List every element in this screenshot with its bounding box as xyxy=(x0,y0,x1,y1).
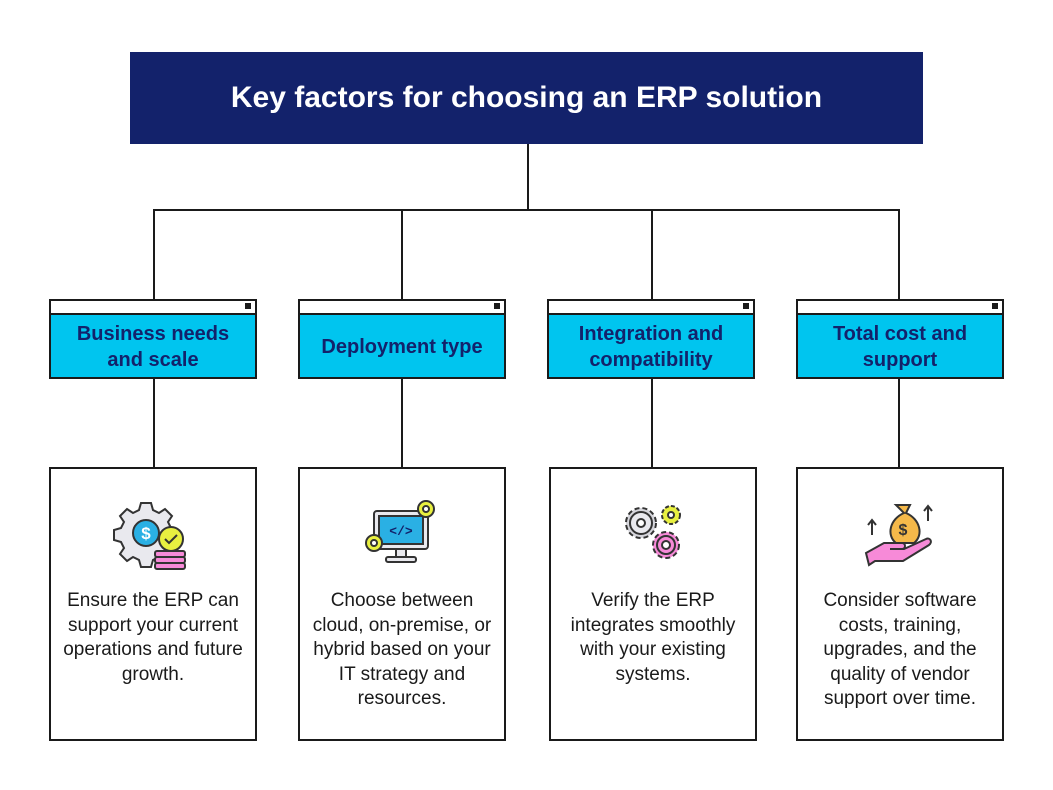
svg-text:</>: </> xyxy=(389,524,413,539)
factor-header-integration: Integration and compatibility xyxy=(547,299,755,379)
interlocking-gears-icon xyxy=(625,505,681,559)
factor-heading: Integration and compatibility xyxy=(578,323,724,371)
factor-header-business-needs: Business needs and scale xyxy=(49,299,257,379)
factor-header-deployment: Deployment type xyxy=(298,299,506,379)
connector-drop-4 xyxy=(898,209,900,299)
gear-dollar-check-icon: $ xyxy=(113,502,186,570)
factor-header-cost: Total cost and support xyxy=(796,299,1004,379)
svg-text:$: $ xyxy=(899,522,908,539)
diagram-title: Key factors for choosing an ERP solution xyxy=(130,49,923,144)
window-dot-icon xyxy=(245,303,251,309)
factor-description: Consider software costs, training, upgra… xyxy=(823,590,977,709)
monitor-code-gears-icon: </> xyxy=(365,500,435,563)
window-bar xyxy=(549,301,753,315)
factor-card-integration: Verify the ERP integrates smoothly with … xyxy=(549,467,757,741)
connector-drop-3 xyxy=(651,209,653,299)
svg-text:$: $ xyxy=(141,524,151,543)
connector-link-3 xyxy=(651,379,653,467)
connector-drop-2 xyxy=(401,209,403,299)
connector-link-2 xyxy=(401,379,403,467)
connector-trunk xyxy=(527,144,529,210)
factor-card-business-needs: $ Ensure the ERP can support your curren… xyxy=(49,467,257,741)
connector-link-1 xyxy=(153,379,155,467)
connector-drop-1 xyxy=(153,209,155,299)
factor-description: Ensure the ERP can support your current … xyxy=(63,590,243,685)
window-bar xyxy=(51,301,255,315)
factor-heading: Total cost and support xyxy=(832,323,968,371)
factor-description: Verify the ERP integrates smoothly with … xyxy=(570,590,736,685)
window-dot-icon xyxy=(743,303,749,309)
factor-heading: Deployment type xyxy=(321,336,483,358)
factor-card-deployment: </> Choose between cloud, on-premise, or… xyxy=(298,467,506,741)
window-dot-icon xyxy=(992,303,998,309)
factor-heading: Business needs and scale xyxy=(76,323,230,371)
window-dot-icon xyxy=(494,303,500,309)
connector-link-4 xyxy=(898,379,900,467)
connector-horizontal xyxy=(153,209,900,211)
hand-money-bag-icon: $ xyxy=(864,504,933,567)
factor-description: Choose between cloud, on-premise, or hyb… xyxy=(312,590,492,709)
factor-card-cost: $ Consider software costs, training, upg… xyxy=(796,467,1004,741)
window-bar xyxy=(798,301,1002,315)
window-bar xyxy=(300,301,504,315)
